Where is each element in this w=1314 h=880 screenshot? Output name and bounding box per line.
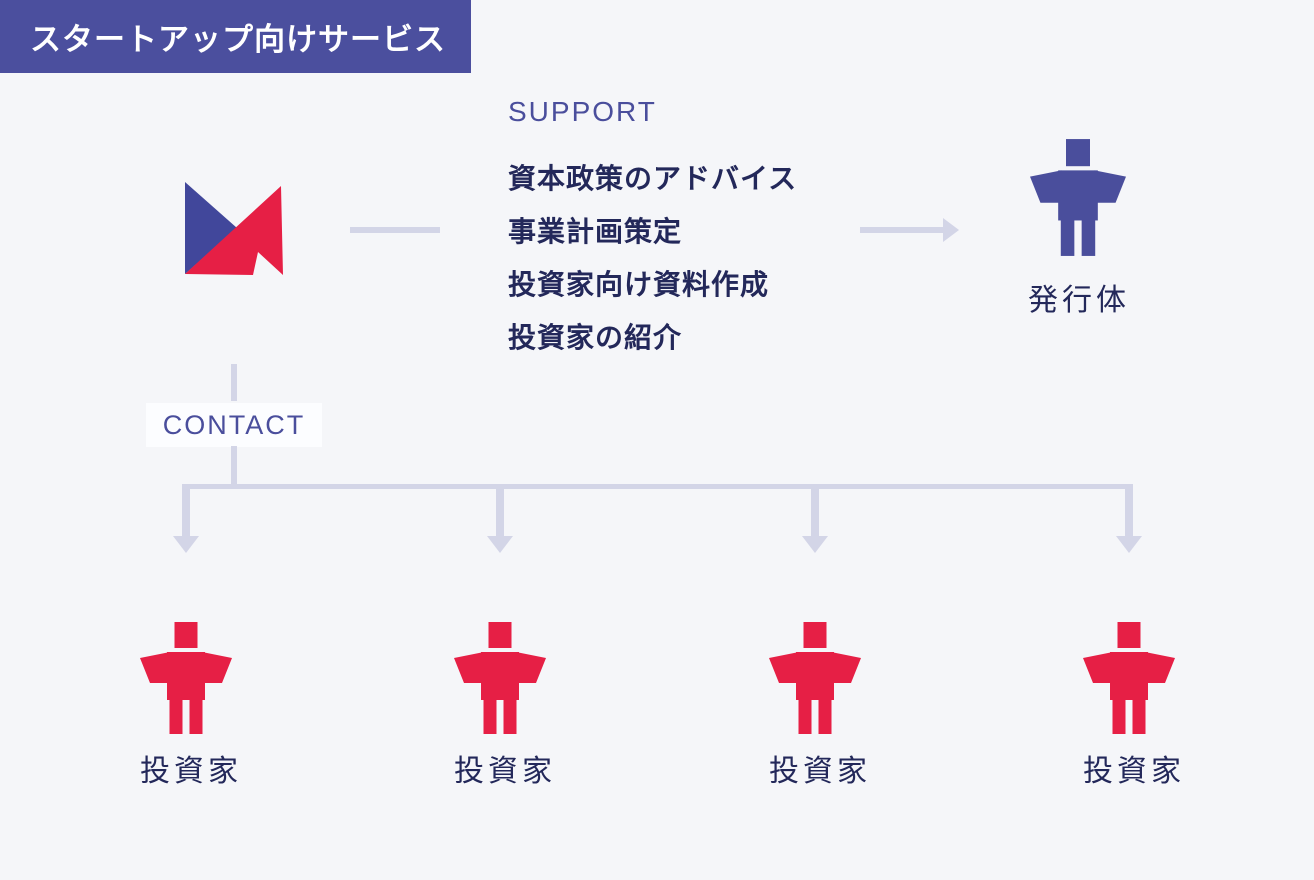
issuer-label: 発行体 — [1028, 284, 1130, 317]
contact-line-lower — [231, 446, 237, 488]
support-item: 投資家の紹介 — [508, 322, 683, 353]
logo-support-connector-line — [350, 227, 440, 233]
person-figure-icon — [769, 622, 861, 734]
contact-line-upper — [231, 364, 237, 401]
support-item: 投資家向け資料作成 — [508, 269, 770, 300]
support-item: 事業計画策定 — [508, 216, 683, 247]
investor-figure-1 — [140, 622, 232, 734]
investor-arrow-shaft-1 — [182, 484, 190, 537]
person-figure-icon — [454, 622, 546, 734]
investor-arrow-shaft-4 — [1125, 484, 1133, 537]
investor-arrow-shaft-2 — [496, 484, 504, 537]
investor-label-1: 投資家 — [140, 755, 242, 788]
page-title: スタートアップ向けサービス — [30, 22, 446, 57]
title-banner: スタートアップ向けサービス — [0, 0, 471, 73]
contact-label-box: CONTACT — [146, 403, 322, 447]
support-item: 資本政策のアドバイス — [508, 163, 798, 194]
investor-label-4: 投資家 — [1083, 755, 1185, 788]
person-figure-icon — [1030, 139, 1126, 256]
investor-arrowhead-icon-4 — [1116, 536, 1142, 553]
investor-arrowhead-icon-2 — [487, 536, 513, 553]
investor-figure-4 — [1083, 622, 1175, 734]
issuer-arrowhead-icon — [943, 218, 959, 242]
investor-arrowhead-icon-3 — [802, 536, 828, 553]
investor-figure-3 — [769, 622, 861, 734]
issuer-arrow-shaft — [860, 227, 944, 233]
investor-arrowhead-icon-1 — [173, 536, 199, 553]
investor-figure-2 — [454, 622, 546, 734]
investor-label-2: 投資家 — [454, 755, 556, 788]
person-figure-icon — [140, 622, 232, 734]
person-figure-icon — [1083, 622, 1175, 734]
support-heading: SUPPORT — [508, 96, 657, 127]
issuer-figure — [1030, 139, 1126, 256]
investor-label-3: 投資家 — [769, 755, 871, 788]
support-service-list: 資本政策のアドバイス 事業計画策定 投資家向け資料作成 投資家の紹介 — [508, 152, 797, 364]
investor-arrow-shaft-3 — [811, 484, 819, 537]
contact-heading: CONTACT — [162, 409, 306, 440]
distribution-line — [182, 484, 1133, 489]
m-mark-logo-icon — [185, 182, 283, 275]
